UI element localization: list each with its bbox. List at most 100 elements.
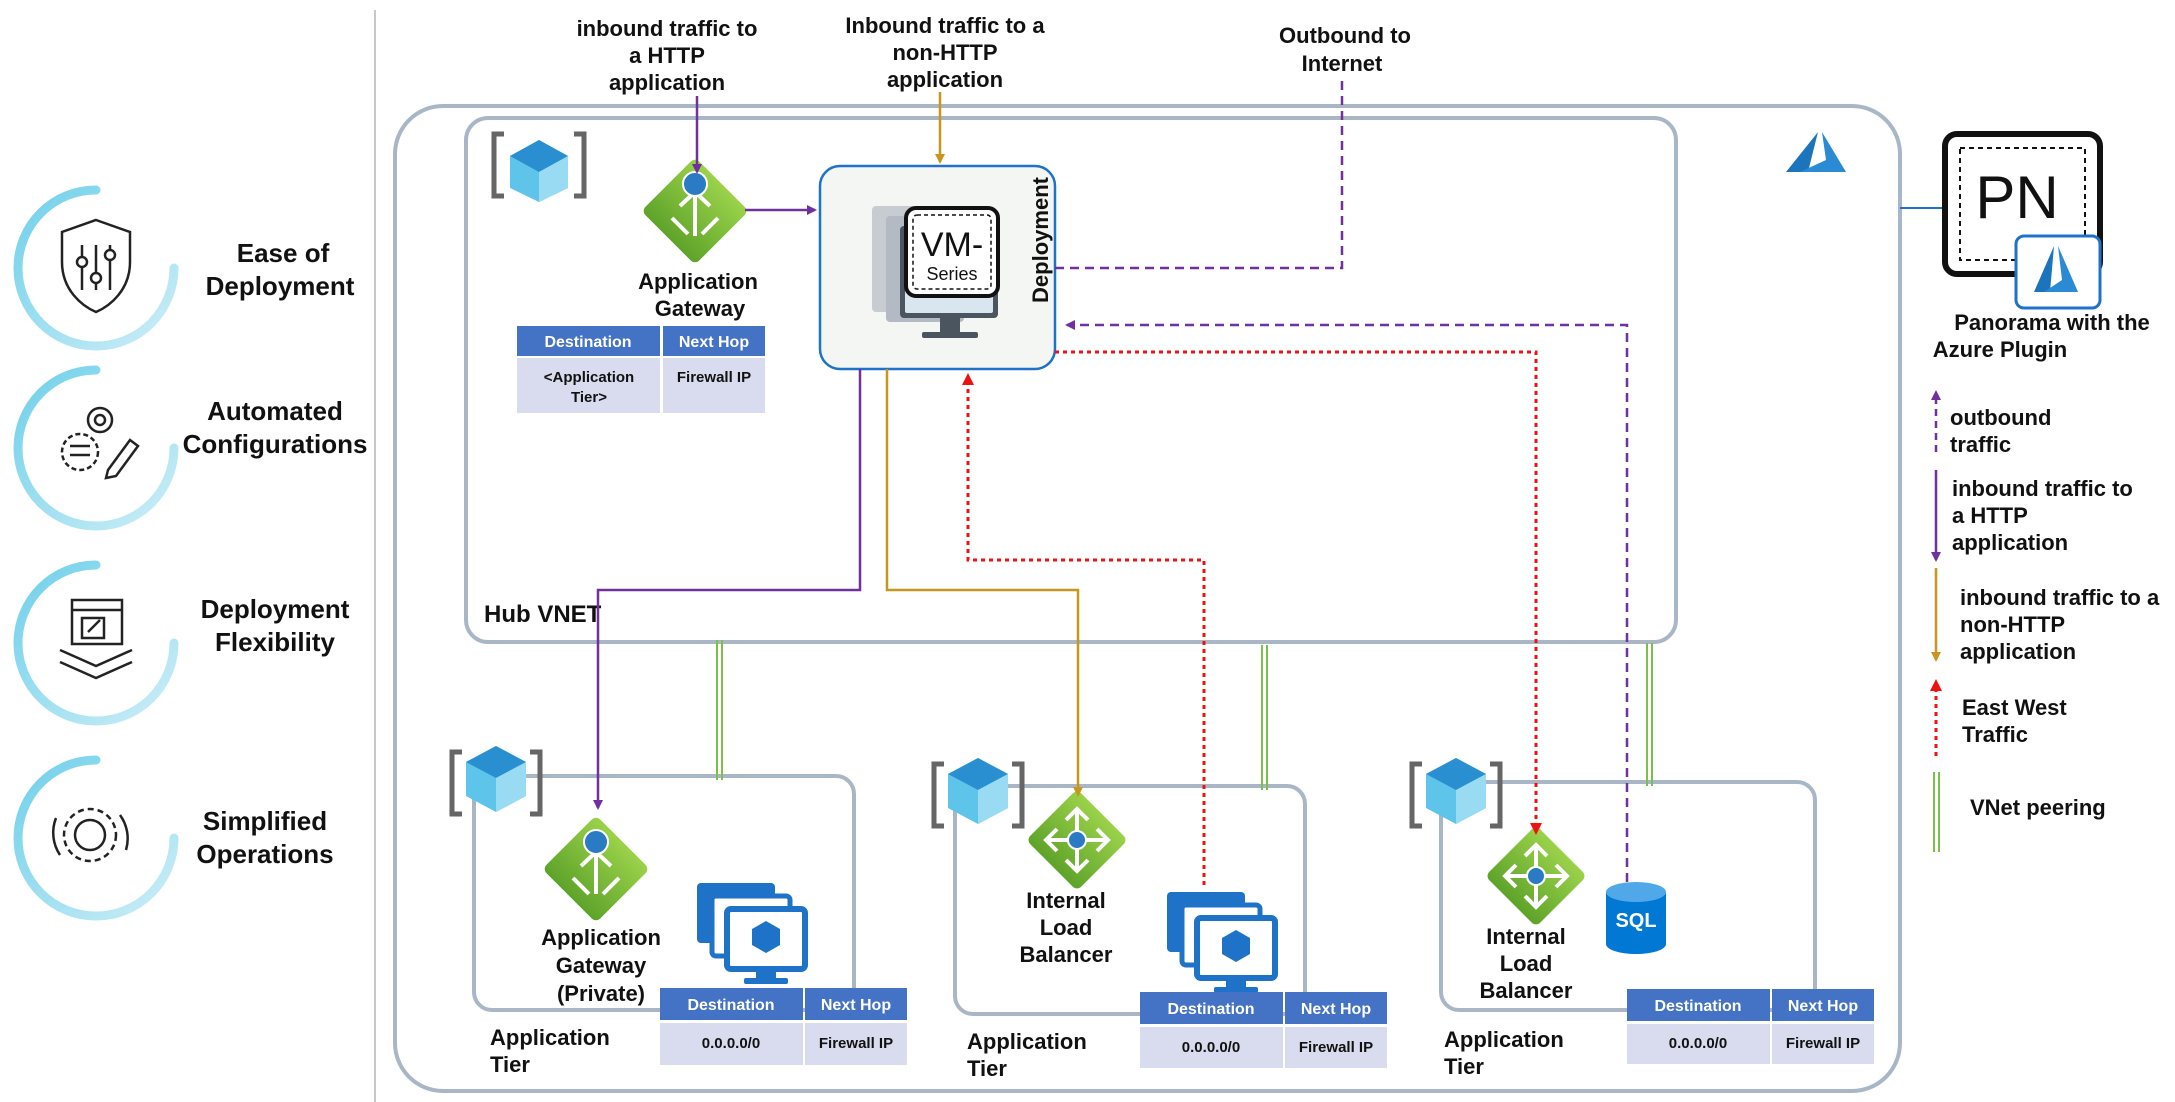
legend-vnet-peering: VNet peering: [1933, 772, 2106, 852]
legend-label: inbound traffic to a: [1960, 585, 2160, 610]
feature-label-line1: Automated: [207, 396, 343, 426]
http-traffic-label: application: [609, 70, 725, 95]
spoke-service-label: Gateway: [556, 953, 647, 978]
spoke-vnet-3: SQL Internal Load Balancer Application T…: [1409, 758, 1874, 1079]
legend-label: outbound: [1950, 405, 2051, 430]
vm-scale-set-icon: [697, 883, 808, 984]
feature-simplified-operations: Simplified Operations: [13, 755, 334, 921]
table-header: Next Hop: [1301, 1001, 1371, 1018]
table-cell: Firewall IP: [819, 1035, 893, 1052]
hub-vnet-icon: [491, 131, 587, 202]
vm-series-text-line1: VM-: [921, 226, 983, 264]
hub-vnet: [464, 116, 1678, 644]
feature-label-line2: Operations: [196, 839, 333, 869]
legend-east-west: East West Traffic: [1930, 679, 2067, 756]
sql-label: SQL: [1615, 910, 1656, 932]
http-traffic-label: inbound traffic to: [577, 16, 758, 41]
legend-label: application: [1952, 530, 2068, 555]
table-cell: <Application: [544, 369, 634, 386]
table-header: Destination: [1167, 1001, 1254, 1018]
legend-outbound: outbound traffic: [1931, 390, 2051, 457]
feature-automated-configurations: Automated Configurations: [13, 365, 368, 531]
http-traffic-label: a HTTP: [629, 43, 705, 68]
table-cell: 0.0.0.0/0: [1669, 1035, 1727, 1052]
panorama-label: Panorama with the: [1954, 310, 2150, 335]
spoke-route-table: Destination Next Hop 0.0.0.0/0 Firewall …: [1627, 989, 1874, 1064]
feature-label-line1: Ease of: [237, 238, 330, 268]
spoke-vnet-icon: [449, 746, 543, 817]
vm-series-icon: [872, 206, 1000, 338]
hub-vnet-label: Hub VNET: [484, 601, 602, 628]
feature-label-line2: Deployment: [206, 271, 355, 301]
application-tier-label: Application: [967, 1029, 1087, 1054]
application-tier-label: Application: [490, 1025, 610, 1050]
deployment-label: Deployment: [1028, 176, 1053, 303]
panorama-label: Azure Plugin: [1933, 337, 2067, 362]
table-header: Destination: [1654, 998, 1741, 1015]
spoke-service-label: Load: [1500, 951, 1553, 976]
layers-window-icon: [59, 598, 133, 680]
spoke-service-label: Internal: [1486, 924, 1565, 949]
application-gateway-private-icon: [544, 817, 648, 921]
feature-ease-of-deployment: Ease of Deployment: [13, 185, 355, 351]
spoke-service-label: (Private): [557, 981, 645, 1006]
table-header: Next Hop: [821, 997, 891, 1014]
table-cell: Firewall IP: [1786, 1035, 1860, 1052]
application-tier-label: Tier: [967, 1056, 1007, 1081]
feature-label-line1: Simplified: [203, 806, 327, 836]
spoke-vnet-icon: [931, 758, 1025, 829]
internal-load-balancer-icon: [1487, 827, 1585, 925]
legend-label: traffic: [1950, 432, 2011, 457]
legend-label: a HTTP: [1952, 503, 2028, 528]
legend-label: application: [1960, 639, 2076, 664]
nonhttp-traffic-label: application: [887, 67, 1003, 92]
legend-label: East West: [1962, 695, 2067, 720]
table-cell: Firewall IP: [1299, 1039, 1373, 1056]
legend-label: VNet peering: [1970, 795, 2106, 820]
legend-label: Traffic: [1962, 722, 2028, 747]
table-cell: Tier>: [571, 389, 607, 406]
app-gateway-label-line1: Application: [638, 269, 758, 294]
table-cell: 0.0.0.0/0: [1182, 1039, 1240, 1056]
application-gateway-icon: [643, 159, 747, 263]
gear-document-edit-icon: [60, 406, 140, 480]
feature-label-line2: Flexibility: [215, 627, 335, 657]
legend: outbound traffic inbound traffic to a HT…: [1930, 390, 2160, 852]
feature-label-line2: Configurations: [183, 429, 368, 459]
spoke-service-label: Balancer: [1020, 942, 1113, 967]
spoke-service-label: Load: [1040, 915, 1093, 940]
traffic-flows: [593, 78, 1629, 885]
legend-inbound-nonhttp: inbound traffic to a non-HTTP applicatio…: [1931, 568, 2160, 664]
table-header: Destination: [544, 334, 631, 351]
azure-boundary: [393, 104, 1902, 1093]
application-tier-label: Tier: [1444, 1054, 1484, 1079]
spoke-vnet-icon: [1409, 758, 1503, 829]
gear-cycle-icon: [51, 807, 129, 863]
nonhttp-traffic-label: Inbound traffic to a: [845, 13, 1045, 38]
panorama-icon: [1942, 131, 2103, 310]
spoke-service-label: Internal: [1026, 888, 1105, 913]
vm-scale-set-icon: [1167, 892, 1278, 993]
hub-route-table: Destination Next Hop <Application Tier> …: [517, 326, 765, 413]
nonhttp-traffic-label: non-HTTP: [892, 40, 997, 65]
table-header: Next Hop: [679, 334, 749, 351]
legend-inbound-http: inbound traffic to a HTTP application: [1931, 470, 2133, 562]
application-tier-label: Tier: [490, 1052, 530, 1077]
spoke-service-label: Application: [541, 925, 661, 950]
sql-database-icon: [1606, 882, 1666, 954]
table-header: Destination: [687, 997, 774, 1014]
spoke-route-table: Destination Next Hop 0.0.0.0/0 Firewall …: [1140, 992, 1387, 1068]
spoke-vnet-2: Internal Load Balancer Application Tier …: [931, 758, 1387, 1081]
internal-load-balancer-icon: [1028, 791, 1126, 889]
table-cell: 0.0.0.0/0: [702, 1035, 760, 1052]
app-gateway-label-line2: Gateway: [655, 296, 746, 321]
spoke-vnet-1: Application Gateway (Private) Applicatio…: [449, 746, 907, 1077]
feature-label-line1: Deployment: [201, 594, 350, 624]
shield-settings-icon: [60, 218, 132, 314]
table-cell: Firewall IP: [677, 369, 751, 386]
azure-logo-icon: [1786, 132, 1846, 172]
feature-deployment-flexibility: Deployment Flexibility: [13, 560, 350, 726]
outbound-internet-label: Outbound to: [1279, 23, 1411, 48]
vnet-peering-lines: [716, 640, 1653, 790]
legend-label: non-HTTP: [1960, 612, 2065, 637]
